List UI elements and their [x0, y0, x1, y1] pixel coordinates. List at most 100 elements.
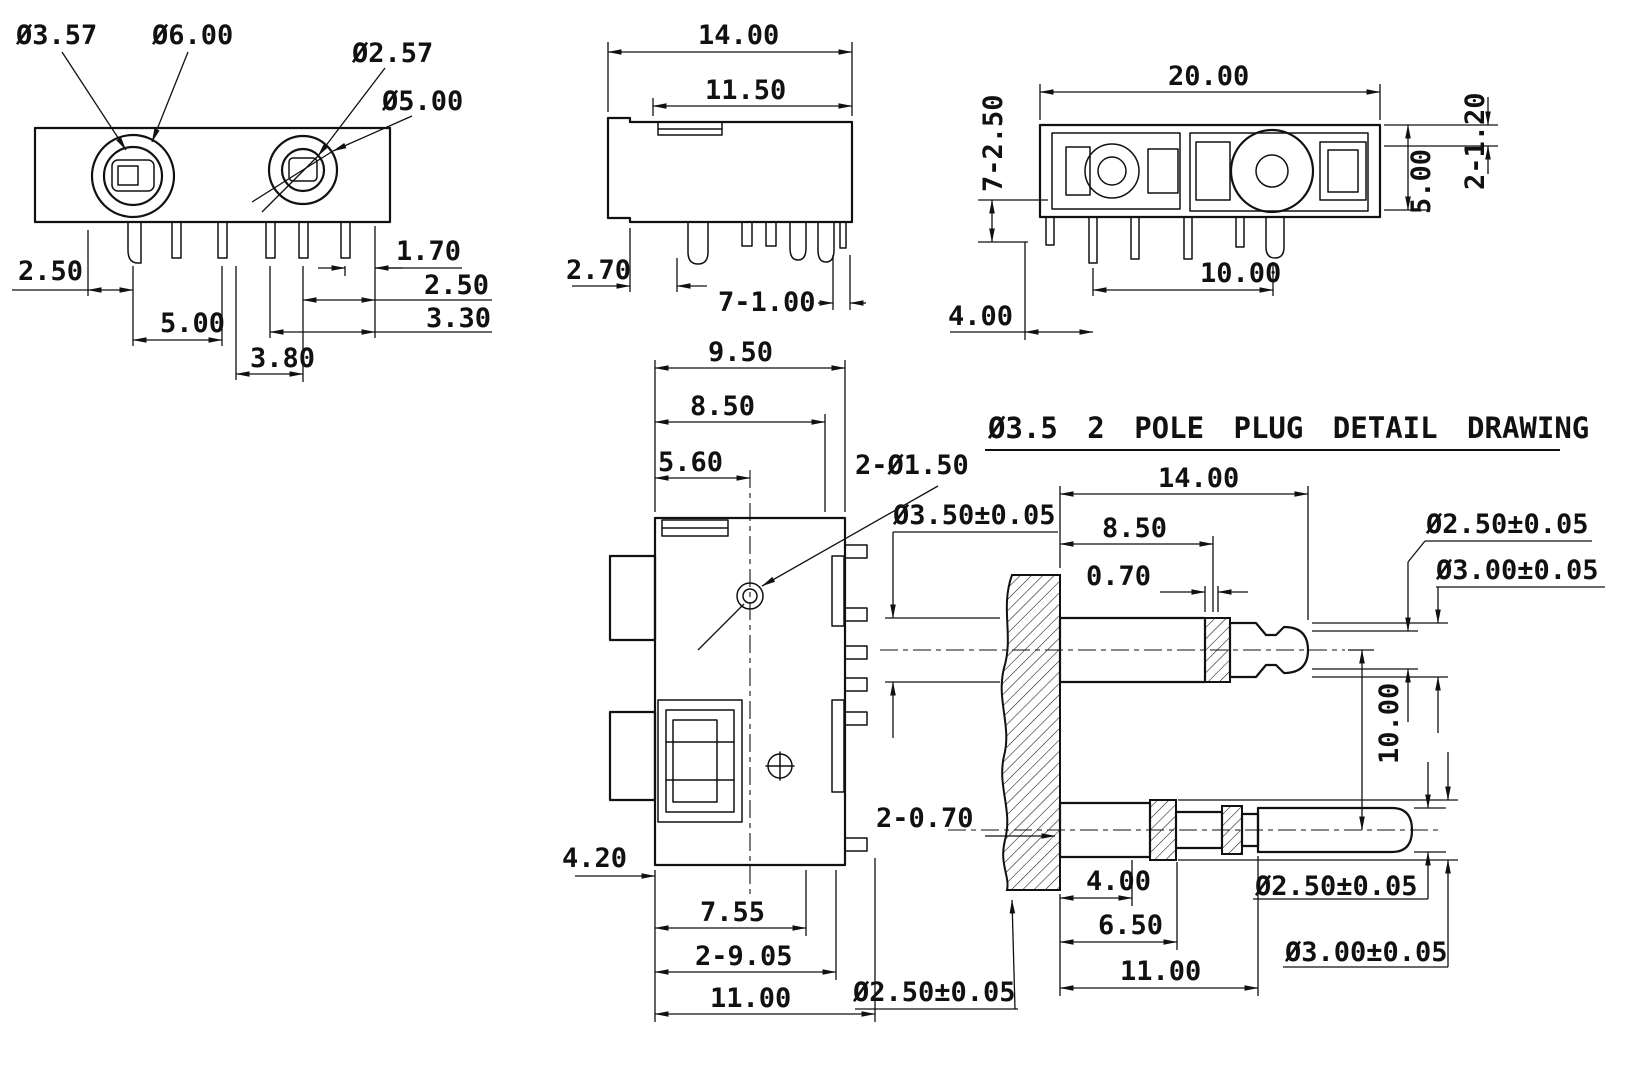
dim-hole-offset: 5.60: [654, 447, 751, 481]
dim-inner-width: 11.50: [652, 75, 853, 116]
dim-washer-width: 0.70: [1086, 561, 1248, 612]
dim-label: 2-1.20: [1460, 92, 1491, 190]
rear-jack-3_5mm: [1189, 128, 1369, 214]
front-jack-3_5mm: [90, 133, 176, 219]
rear-view: 20.00 7-2.50 2-1.20 5.00 10.00: [948, 61, 1498, 340]
rear-jack-2_5mm: [1051, 132, 1181, 210]
dim-label: 4.00: [1086, 866, 1151, 897]
dim-label: 1.70: [396, 236, 461, 267]
plug-lower-2_5mm: [948, 799, 1442, 861]
dim-center-span: 3.80: [235, 266, 315, 380]
dim-label: Ø2.50±0.05: [1254, 871, 1418, 902]
dim-dia-lower-left: Ø2.50±0.05: [852, 899, 1018, 1010]
dim-edge-offset: 4.00: [948, 242, 1094, 340]
dim-label: Ø3.50±0.05: [892, 500, 1056, 531]
section-receptacle: [657, 699, 743, 823]
dim-height: 5.00: [1384, 124, 1437, 214]
dim-label: 5.60: [658, 447, 723, 478]
dim-label: 4.20: [562, 843, 627, 874]
dim-front-offset: 2.70: [566, 228, 707, 292]
dim-label: 3.80: [250, 343, 315, 374]
dim-label: 9.50: [708, 337, 773, 368]
plug-detail-title-group: Ø3.5 2 POLE PLUG DETAIL DRAWING: [985, 411, 1589, 451]
dim-label: 0.70: [1086, 561, 1151, 592]
side-body-outline: [606, 116, 854, 224]
side-pins: [687, 221, 847, 265]
dim-label: 4.00: [948, 301, 1013, 332]
dim-barrel-length: 8.50: [1059, 513, 1214, 612]
dim-step2: 6.50: [1059, 862, 1178, 950]
dim-label: Ø3.57: [15, 20, 97, 51]
dim-label: 11.50: [705, 75, 786, 106]
section-boss-top: [608, 554, 657, 642]
dim-step1: 4.00: [1059, 860, 1151, 996]
section-boss-bottom: [608, 710, 657, 802]
dim-edge-to-pin: 2.50: [12, 230, 134, 346]
dim-pin-gap: 1.70: [318, 226, 462, 338]
dim-body-width: 14.00: [607, 20, 853, 116]
plug-detail-title: Ø3.5 2 POLE PLUG DETAIL DRAWING: [987, 411, 1589, 445]
dim-label: 7-2.50: [978, 94, 1009, 192]
dim-pin-span: 3.30: [269, 266, 492, 338]
dim-label: 14.00: [698, 20, 779, 51]
dim-pin-offset: 2.50: [302, 266, 492, 382]
rear-body-outline: [1038, 123, 1382, 219]
dim-label: Ø2.50±0.05: [1425, 509, 1589, 540]
dim-pin-width: 7-1.00: [718, 255, 866, 318]
dim-label: Ø3.00±0.05: [1435, 555, 1599, 586]
dim-label: 2.70: [566, 255, 631, 286]
dim-label: 14.00: [1158, 463, 1239, 494]
dim-dia-tip-upper: Ø2.50±0.05: [1312, 509, 1592, 722]
callout-dia-tip-left: Ø3.57: [15, 20, 127, 151]
dim-label: Ø5.00: [381, 86, 463, 117]
dim-boss: 4.20: [562, 843, 656, 879]
dim-step: 7.55: [654, 870, 807, 1022]
dim-dia-barrel: Ø3.50±0.05: [885, 500, 1058, 738]
dim-grooves: 2-0.70: [876, 803, 1056, 839]
dim-label: 8.50: [690, 391, 755, 422]
dim-dia-sleeve-lower: Ø3.00±0.05: [1178, 752, 1458, 968]
callout-holes: 2-Ø1.50: [697, 450, 969, 651]
dim-plug-length: 14.00: [1059, 463, 1309, 620]
dim-label: 10.00: [1200, 258, 1281, 289]
section-view: 9.50 8.50 5.60 2-Ø1.50 4.20 7.55: [562, 337, 969, 1022]
plug-upper-tip: [1228, 621, 1310, 679]
dim-jack-pitch: 10.00: [1092, 258, 1281, 296]
dim-depth-inner: 8.50: [654, 391, 826, 512]
dim-label: 2-9.05: [695, 941, 793, 972]
dim-dia-sleeve-upper: Ø3.00±0.05: [1312, 555, 1605, 733]
front-body-outline: [33, 126, 392, 224]
dim-label: 7.55: [700, 897, 765, 928]
dim-label: 5.00: [160, 308, 225, 339]
callout-dia-tip-right: Ø2.57: [261, 38, 433, 213]
front-view: Ø3.57 Ø6.00 Ø2.57 Ø5.00 2.50 5.00: [12, 20, 492, 382]
dim-total: 11.00: [654, 858, 876, 1022]
dim-dia-tip-lower: Ø2.50±0.05: [1253, 762, 1446, 902]
dim-label: Ø3.00±0.05: [1284, 937, 1448, 968]
dim-label: 3.30: [426, 303, 491, 334]
side-view: 14.00 11.50 2.70 7-1.00: [566, 20, 866, 318]
dim-depth-outer: 9.50: [654, 337, 846, 512]
callout-dia-bushing-right: Ø5.00: [251, 86, 463, 203]
dim-slot: 2-1.20: [1384, 92, 1498, 190]
dim-pin-pitch: 5.00: [132, 266, 225, 346]
plug-upper-3_5mm: [880, 616, 1345, 684]
dim-label: 6.50: [1098, 910, 1163, 941]
dim-label: Ø2.50±0.05: [852, 977, 1016, 1008]
dim-label: 10.00: [1374, 683, 1405, 764]
dim-label: 20.00: [1168, 61, 1249, 92]
rear-pins: [1045, 216, 1285, 264]
dim-label: 5.00: [1406, 149, 1437, 214]
section-screw-symbol: [765, 751, 795, 781]
front-jack-2_5mm: [267, 134, 339, 206]
section-pins: [831, 544, 868, 852]
dim-label: 2.50: [424, 270, 489, 301]
plug-detail-view: Ø3.5 2 POLE PLUG DETAIL DRAWING: [852, 411, 1605, 1010]
dim-label: Ø6.00: [151, 20, 233, 51]
callout-dia-bushing-left: Ø6.00: [151, 20, 233, 143]
dim-label: 11.00: [1120, 956, 1201, 987]
dim-pin-pitch-vert: 7-2.50: [978, 94, 1048, 243]
dim-slots: 2-9.05: [654, 870, 837, 980]
